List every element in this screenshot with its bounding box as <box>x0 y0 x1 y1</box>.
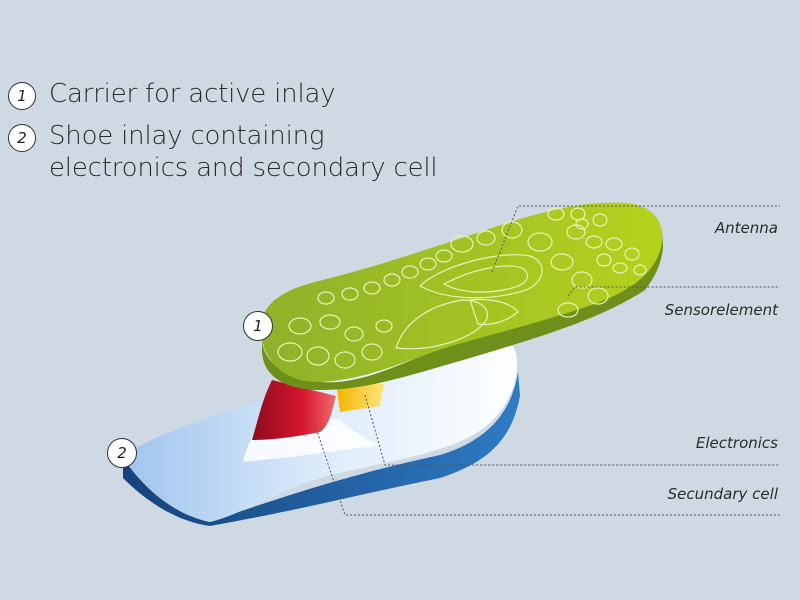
legend-number-1: 1 <box>8 82 36 110</box>
sensor-dot <box>571 271 593 289</box>
sensor-dot <box>476 230 496 246</box>
sensor-dot <box>550 253 574 271</box>
antenna-loop <box>419 254 543 299</box>
legend-number-2: 2 <box>8 124 36 152</box>
sensor-dot <box>344 326 364 342</box>
sensor-dot <box>585 235 603 249</box>
sensor-dot <box>363 281 381 295</box>
sensor-dot <box>527 232 553 252</box>
secondary-cell <box>336 382 384 412</box>
sensor-dot <box>633 264 647 276</box>
marker-inlay: 2 <box>107 438 137 468</box>
sensor-dot <box>419 257 437 271</box>
callout-sensorelement: Sensorelement <box>664 301 778 319</box>
legend-text-carrier: Carrier for active inlay <box>49 79 336 109</box>
sensor-dot <box>288 317 312 335</box>
marker-carrier: 1 <box>243 311 273 341</box>
sensor-dot <box>587 287 609 305</box>
carrier-inlay <box>260 202 663 390</box>
sensor-pad <box>469 298 519 326</box>
sensor-pad <box>395 299 489 350</box>
leader-antenna <box>491 205 780 273</box>
sensor-dot <box>596 253 612 267</box>
sensor-dot <box>375 319 393 333</box>
sensor-dot <box>612 262 628 274</box>
shoe-inlay-edge <box>123 372 520 526</box>
carrier-top <box>260 202 663 382</box>
sensor-dots <box>277 207 647 369</box>
sensor-dot <box>547 207 565 221</box>
legend-item-carrier: 1 Carrier for active inlay <box>8 78 336 110</box>
antenna-inner-loop <box>442 265 529 293</box>
sensor-dot <box>317 291 335 305</box>
sensor-dot <box>361 343 383 361</box>
callout-electronics: Electronics <box>695 434 778 452</box>
sensor-dot <box>592 213 608 227</box>
leader-lines <box>314 205 780 516</box>
legend-text-inlay-line1: Shoe inlay containing <box>49 121 325 151</box>
legend-text-inlay: Shoe inlay containing electronics and se… <box>49 120 438 184</box>
sensor-dot <box>557 302 579 318</box>
sensor-dot <box>306 346 330 366</box>
sensor-dot <box>605 237 623 251</box>
sensor-dot <box>435 249 453 263</box>
leader-sensorelement <box>567 286 780 297</box>
legend-text-inlay-line2: electronics and secondary cell <box>49 153 438 183</box>
sensor-dot <box>575 218 589 230</box>
sensor-dot <box>277 342 303 362</box>
leader-electronics <box>364 394 780 466</box>
sensor-dot <box>450 235 474 253</box>
sensor-dot <box>319 314 341 330</box>
sensor-dot <box>383 273 401 287</box>
callout-antenna: Antenna <box>714 219 778 237</box>
callout-secondary-cell: Secundary cell <box>667 485 778 503</box>
sensor-dot <box>624 247 640 261</box>
legend-item-inlay: 2 Shoe inlay containing electronics and … <box>8 120 438 184</box>
leader-secondary-cell <box>314 424 780 516</box>
carrier-edge <box>262 226 663 390</box>
sensor-dot <box>401 265 419 279</box>
sensor-dot <box>341 287 359 301</box>
sensor-dot <box>334 351 356 369</box>
